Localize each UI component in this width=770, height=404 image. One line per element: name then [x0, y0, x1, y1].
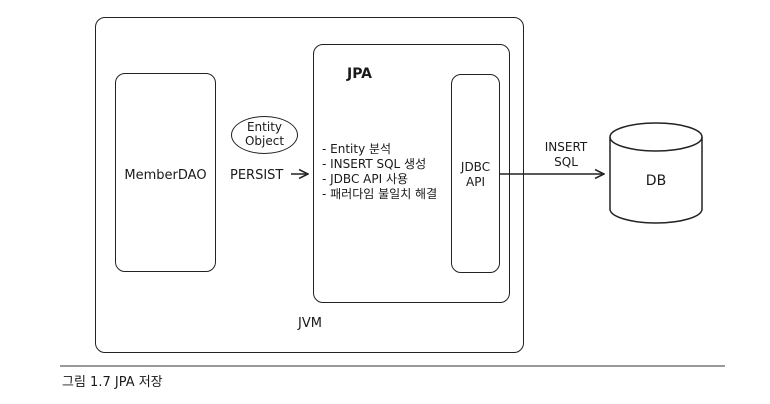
jpa-box — [313, 44, 510, 303]
jvm-label: JVM — [298, 316, 322, 331]
persist-label: PERSIST — [230, 168, 284, 183]
figure-caption: 그림 1.7 JPA 저장 — [62, 375, 163, 390]
db-label: DB — [645, 173, 667, 189]
entity-object-ellipse — [231, 116, 298, 154]
entity-object-line-1: Entity — [246, 120, 283, 134]
insert-sql-line-2: SQL — [554, 155, 578, 169]
member-dao-label: MemberDAO — [124, 168, 207, 183]
jpa-task-2: - INSERT SQL 생성 — [322, 157, 427, 171]
jpa-title: JPA — [347, 66, 373, 82]
entity-object-line-2: Object — [244, 134, 285, 148]
db-cylinder — [609, 122, 703, 224]
jpa-task-1: - Entity 분석 — [322, 142, 392, 156]
jpa-task-3: - JDBC API 사용 — [322, 172, 409, 186]
jdbc-api-line-1: JDBC — [460, 160, 491, 174]
insert-sql-line-1: INSERT — [544, 140, 588, 154]
member-dao-box — [115, 73, 216, 272]
jdbc-api-box — [451, 74, 500, 273]
jdbc-api-line-2: API — [466, 175, 485, 189]
jpa-task-4: - 패러다임 불일치 해결 — [322, 187, 438, 201]
jvm-box — [95, 17, 524, 353]
